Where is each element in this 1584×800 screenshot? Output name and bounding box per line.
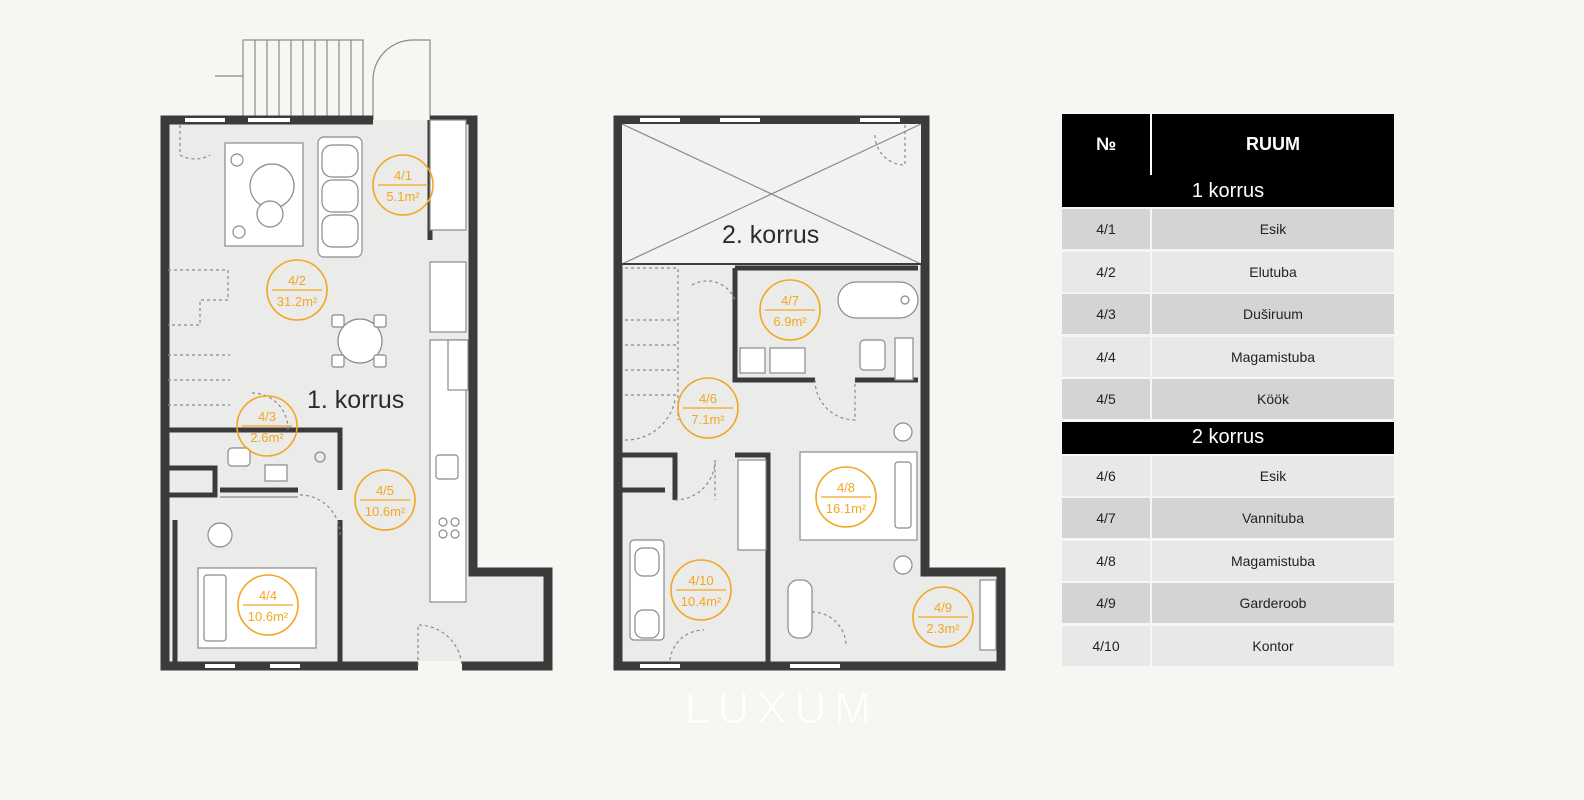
table-row: 4/9 Garderoob xyxy=(1062,583,1394,623)
interior-stairs-2 xyxy=(624,267,679,441)
row-number: 4/2 xyxy=(1062,251,1152,292)
exterior-stairs xyxy=(215,39,431,121)
floor-1-label: 1. korrus xyxy=(307,386,404,414)
room-badge-4-6: 4/6 7.1m² xyxy=(677,377,739,439)
row-number: 4/9 xyxy=(1062,583,1152,623)
room-badge-4-4: 4/4 10.6m² xyxy=(237,574,299,636)
table-row: 4/5 Köök xyxy=(1062,379,1394,419)
brand-watermark: LUXUM REAL ESTATE xyxy=(632,684,932,742)
row-room: Duširuum xyxy=(1243,306,1303,322)
row-room: Vannituba xyxy=(1241,510,1304,526)
table-row: 4/10 Kontor xyxy=(1062,625,1394,666)
row-number: 4/6 xyxy=(1062,455,1152,496)
row-number: 4/10 xyxy=(1062,625,1152,666)
table-row: 4/3 Duširuum xyxy=(1062,294,1394,334)
svg-text:2.6m²: 2.6m² xyxy=(250,430,284,445)
row-room: Magamistuba xyxy=(1230,552,1316,569)
svg-text:4/8: 4/8 xyxy=(837,480,855,495)
brand-logo: LUXUM xyxy=(684,684,880,733)
svg-text:2.3m²: 2.3m² xyxy=(926,621,960,636)
row-number: 4/7 xyxy=(1062,498,1152,538)
svg-text:10.6m²: 10.6m² xyxy=(248,609,289,624)
svg-text:4/10: 4/10 xyxy=(688,573,713,588)
row-room: Köök xyxy=(1257,391,1289,407)
svg-text:10.4m²: 10.4m² xyxy=(681,594,722,609)
room-badge-4-10: 4/10 10.4m² xyxy=(670,559,732,621)
header-room: RUUM xyxy=(1246,134,1300,154)
brand-tagline: REAL ESTATE xyxy=(723,730,841,742)
room-badge-4-1: 4/1 5.1m² xyxy=(372,154,434,216)
room-badge-4-9: 4/9 2.3m² xyxy=(912,586,974,648)
legend-group-title: 2 korrus xyxy=(1062,421,1394,454)
table-row: 4/6 Esik xyxy=(1062,455,1394,496)
room-badge-4-5: 4/5 10.6m² xyxy=(354,469,416,531)
row-room: Magamistuba xyxy=(1230,348,1316,365)
svg-text:10.6m²: 10.6m² xyxy=(365,504,406,519)
room-badge-4-3: 4/3 2.6m² xyxy=(236,395,298,457)
legend-group-title: 1 korrus xyxy=(1062,175,1394,207)
row-number: 4/3 xyxy=(1062,294,1152,334)
floor-1-plan xyxy=(160,39,553,671)
svg-text:4/6: 4/6 xyxy=(699,391,717,406)
table-row: 4/4 Magamistuba xyxy=(1062,336,1394,377)
svg-text:5.1m²: 5.1m² xyxy=(386,189,420,204)
interior-stairs-1 xyxy=(168,269,230,406)
svg-text:4/4: 4/4 xyxy=(259,588,277,603)
room-badge-4-2: 4/2 31.2m² xyxy=(266,259,328,321)
row-room: Kontor xyxy=(1252,637,1294,654)
svg-text:4/3: 4/3 xyxy=(258,409,276,424)
svg-text:6.9m²: 6.9m² xyxy=(773,314,807,329)
row-number: 4/4 xyxy=(1062,336,1152,377)
row-room: Esik xyxy=(1259,221,1287,237)
room-badge-4-7: 4/7 6.9m² xyxy=(759,279,821,341)
row-number: 4/1 xyxy=(1062,209,1152,249)
svg-text:4/7: 4/7 xyxy=(781,293,799,308)
table-row: 4/1 Esik xyxy=(1062,209,1394,249)
row-number: 4/5 xyxy=(1062,379,1152,419)
row-room: Esik xyxy=(1259,467,1287,484)
svg-text:7.1m²: 7.1m² xyxy=(691,412,725,427)
floor-2-label: 2. korrus xyxy=(722,221,819,249)
row-room: Garderoob xyxy=(1239,595,1307,611)
table-row: 4/7 Vannituba xyxy=(1062,498,1394,538)
svg-text:16.1m²: 16.1m² xyxy=(826,501,867,516)
table-row: 4/8 Magamistuba xyxy=(1062,540,1394,581)
svg-text:4/5: 4/5 xyxy=(376,483,394,498)
row-number: 4/8 xyxy=(1062,540,1152,581)
svg-text:4/9: 4/9 xyxy=(934,600,952,615)
row-room: Elutuba xyxy=(1249,263,1297,280)
floor-plans: 4/1 5.1m² 4/2 31.2m² 4/3 2.6m² 4/4 10.6m… xyxy=(160,39,1006,671)
floor-2-plan xyxy=(613,115,1006,671)
svg-text:4/2: 4/2 xyxy=(288,273,306,288)
room-badge-4-8: 4/8 16.1m² xyxy=(815,466,877,528)
svg-text:31.2m²: 31.2m² xyxy=(277,294,318,309)
header-number: № xyxy=(1062,114,1152,175)
table-row: 4/2 Elutuba xyxy=(1062,251,1394,292)
svg-text:4/1: 4/1 xyxy=(394,168,412,183)
legend-header: № RUUM xyxy=(1062,114,1394,175)
